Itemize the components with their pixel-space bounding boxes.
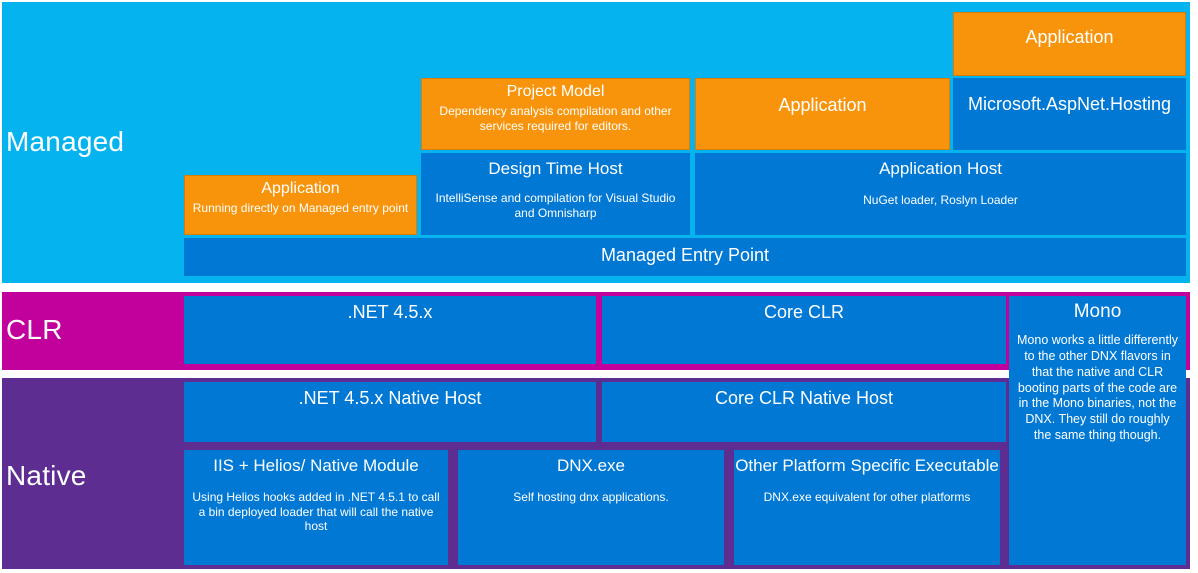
box-title: Design Time Host	[488, 159, 623, 178]
box-iis-helios-native-module[interactable]: IIS + Helios/ Native Module Using Helios…	[184, 450, 448, 565]
box-design-time-host[interactable]: Design Time Host IntelliSense and compil…	[421, 153, 690, 235]
box-project-model[interactable]: Project Model Dependency analysis compil…	[421, 78, 690, 150]
box-mono[interactable]: Mono Mono works a little differently to …	[1009, 296, 1186, 565]
box-description: Self hosting dnx applications.	[513, 490, 669, 505]
box-core-clr-native-host[interactable]: Core CLR Native Host	[602, 382, 1006, 442]
box-description: IntelliSense and compilation for Visual …	[435, 191, 676, 220]
box-description: Mono works a little differently to the o…	[1017, 333, 1178, 442]
box-title: Application	[261, 180, 340, 197]
box-description: DNX.exe equivalent for other platforms	[763, 490, 971, 505]
box-net45[interactable]: .NET 4.5.x	[184, 296, 596, 364]
layer-label-clr: CLR	[6, 314, 63, 345]
box-title: Application	[778, 95, 867, 115]
box-title: Microsoft.AspNet.Hosting	[967, 94, 1172, 114]
layer-label-native: Native	[6, 460, 87, 491]
box-title: .NET 4.5.x Native Host	[298, 388, 482, 408]
box-title: Application Host	[879, 159, 1002, 178]
box-title: Project Model	[506, 83, 605, 100]
layer-label-managed: Managed	[6, 126, 125, 157]
box-description: NuGet loader, Roslyn Loader	[863, 193, 1018, 208]
box-title: Application	[1025, 27, 1114, 47]
box-net45-native-host[interactable]: .NET 4.5.x Native Host	[184, 382, 596, 442]
box-application-middle[interactable]: Application	[695, 78, 950, 150]
box-description: Using Helios hooks added in .NET 4.5.1 t…	[192, 490, 440, 534]
box-application-host[interactable]: Application Host NuGet loader, Roslyn Lo…	[695, 153, 1186, 235]
box-title: .NET 4.5.x	[347, 302, 433, 322]
box-application-top[interactable]: Application	[953, 12, 1186, 76]
box-other-platform-specific-executable[interactable]: Other Platform Specific Executable DNX.e…	[734, 450, 1000, 565]
box-core-clr[interactable]: Core CLR	[602, 296, 1006, 364]
box-title: Core CLR Native Host	[714, 388, 894, 408]
box-managed-entry-point[interactable]: Managed Entry Point	[184, 238, 1186, 276]
box-title: Mono	[1073, 301, 1122, 322]
box-title: Managed Entry Point	[600, 245, 770, 265]
box-title: Other Platform Specific Executable	[735, 456, 999, 475]
box-dnx-exe[interactable]: DNX.exe Self hosting dnx applications.	[458, 450, 724, 565]
box-description: Running directly on Managed entry point	[192, 200, 409, 215]
box-description: Dependency analysis compilation and othe…	[439, 103, 672, 133]
box-title: IIS + Helios/ Native Module	[213, 456, 419, 475]
box-application-left[interactable]: Application Running directly on Managed …	[184, 175, 417, 235]
box-title: DNX.exe	[556, 456, 626, 475]
box-title: Core CLR	[763, 302, 845, 322]
box-aspnet-hosting[interactable]: Microsoft.AspNet.Hosting	[953, 78, 1186, 150]
